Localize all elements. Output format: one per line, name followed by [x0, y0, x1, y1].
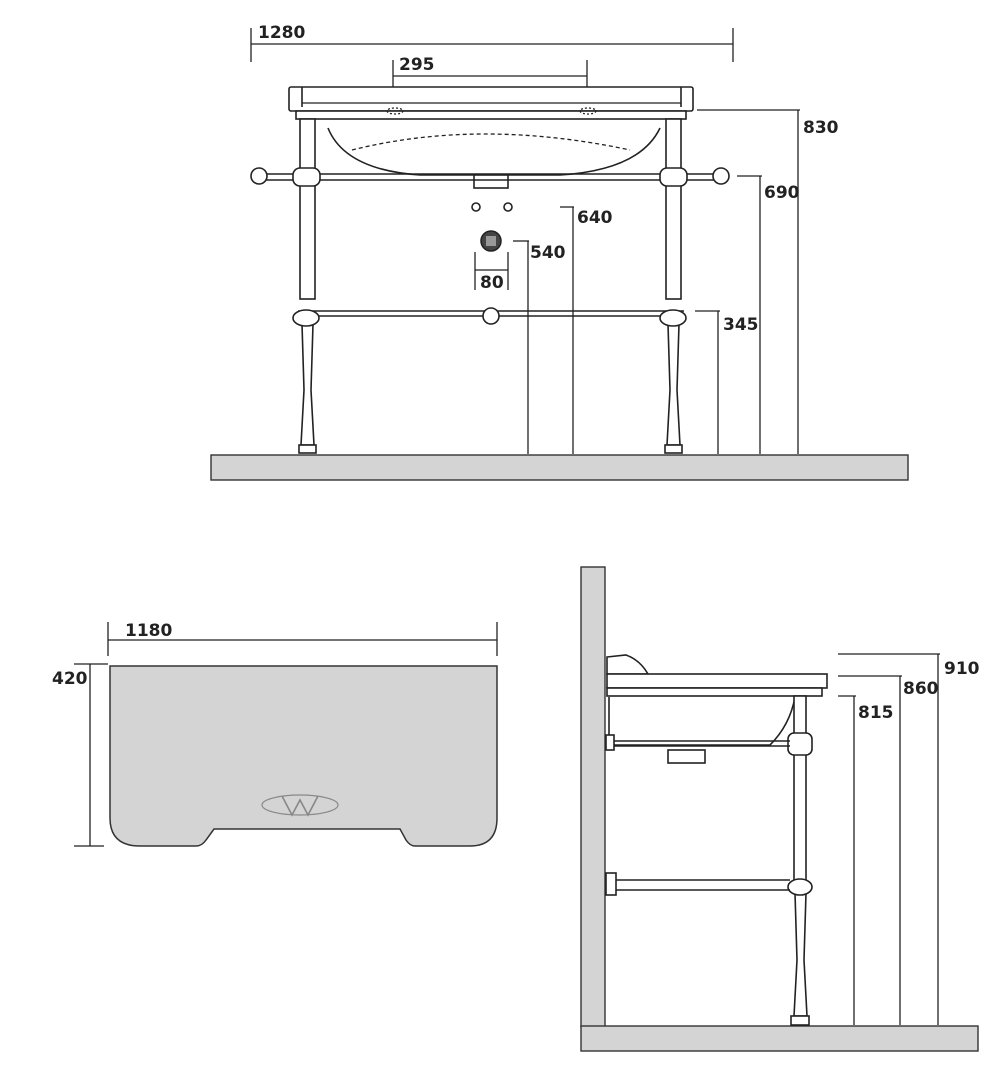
- lower-bar: [292, 307, 687, 327]
- front-basin: [288, 86, 694, 189]
- front-floor: [210, 454, 909, 481]
- splash-height-label: 910: [944, 659, 980, 679]
- waste-width-dimension: 80: [474, 252, 509, 293]
- rim-height-label: 860: [903, 679, 939, 699]
- side-view: 910 860 815: [580, 566, 980, 1052]
- side-height-dimensions: 910 860 815: [838, 653, 980, 1025]
- overall-width-dimension: 1280: [250, 23, 734, 62]
- waste-width-label: 80: [480, 273, 504, 293]
- front-legs: [298, 118, 683, 454]
- overall-width-label: 1280: [258, 23, 305, 43]
- top-view: 1180 420: [52, 621, 498, 847]
- top-width-dimension: 1180: [107, 621, 498, 656]
- lower-bar-height-label: 345: [723, 315, 759, 335]
- side-leg: [787, 695, 813, 1026]
- supply-fittings: [471, 202, 513, 252]
- top-depth-label: 420: [52, 669, 88, 689]
- top-depth-dimension: 420: [52, 663, 108, 847]
- tap-spacing-label: 295: [399, 55, 435, 75]
- height-dimensions: 540 640 345 690 830: [513, 109, 839, 454]
- basin-plan-outline: [109, 665, 498, 847]
- rail-height-label: 690: [764, 183, 800, 203]
- towel-rail: [250, 167, 730, 187]
- side-wall: [580, 566, 606, 1028]
- tap-spacing-dimension: 295: [392, 55, 588, 104]
- side-rails: [605, 734, 790, 896]
- top-width-label: 1180: [125, 621, 172, 641]
- basin-height-label: 815: [858, 703, 894, 723]
- front-view: 1280 295: [210, 23, 909, 481]
- w-monogram-logo: [261, 794, 339, 817]
- top-height-label: 830: [803, 118, 839, 138]
- upper-pipe-height-label: 640: [577, 208, 613, 228]
- side-floor: [580, 1025, 979, 1052]
- waste-height-label: 540: [530, 243, 566, 263]
